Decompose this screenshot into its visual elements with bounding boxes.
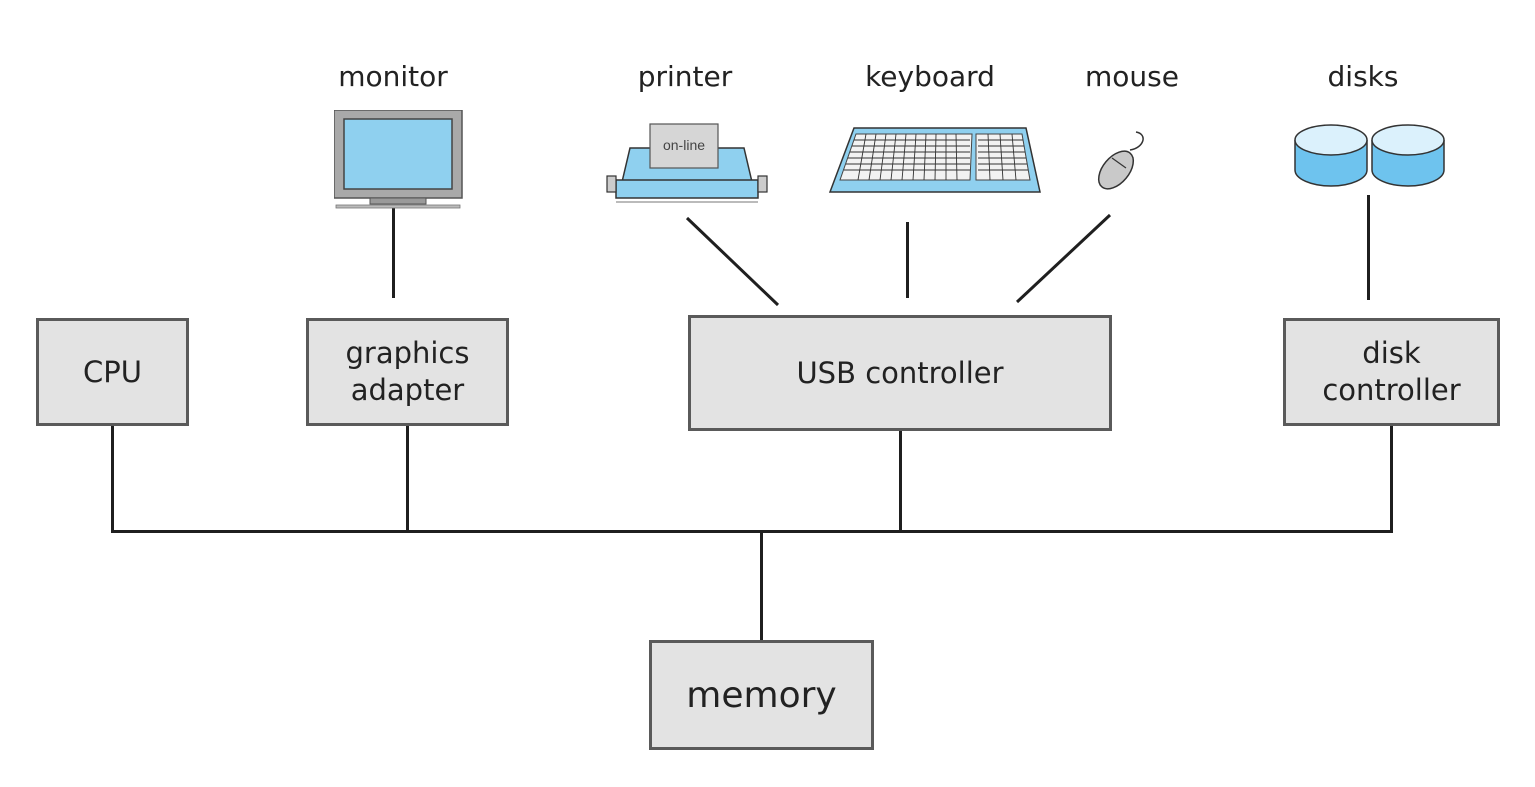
printer-link [685,216,780,307]
memory-bus-link [760,530,763,642]
keyboard-label: keyboard [865,60,995,93]
keyboard-link [906,222,909,298]
disks-icon [1294,124,1445,187]
mouse-label: mouse [1085,60,1179,93]
graphics-adapter-box: graphics adapter [306,318,509,426]
graphics-bus-link [406,425,409,533]
usb-controller-box: USB controller [688,315,1112,431]
system-bus [111,530,1393,533]
disks-label: disks [1327,60,1399,93]
disk-controller-label: disk controller [1322,336,1461,407]
usb-controller-label: USB controller [796,355,1004,390]
cpu-bus-link [111,425,114,533]
cpu-label: CPU [83,354,142,389]
usb-bus-link [899,429,902,533]
disk-bus-link [1390,425,1393,533]
cpu-box: CPU [36,318,189,426]
disk-controller-box: disk controller [1283,318,1500,426]
monitor-link [392,208,395,298]
graphics-adapter-label: graphics adapter [345,336,470,407]
memory-label: memory [686,674,837,716]
disk-right [1371,124,1445,187]
memory-box: memory [649,640,874,750]
disks-link [1367,195,1370,300]
printer-label: printer [637,60,733,93]
mouse-link [1015,213,1112,304]
printer-icon: on-line [606,123,768,203]
monitor-label: monitor [338,60,448,93]
mouse-icon [1097,131,1144,190]
disk-left [1294,124,1368,187]
keyboard-icon [828,127,1041,193]
printer-screen-text: on-line [663,137,705,153]
monitor-icon [334,110,463,209]
